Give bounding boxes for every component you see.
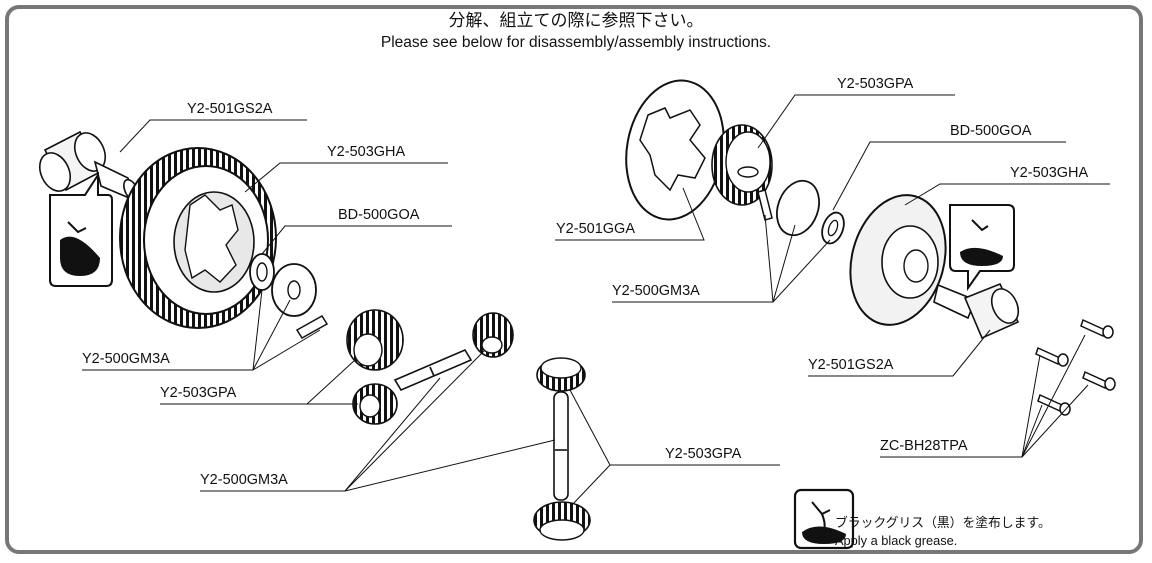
label-left-gear-case: Y2-503GHA xyxy=(327,144,406,160)
label-right-gasket: Y2-501GGA xyxy=(556,221,635,237)
label-right-shaft: Y2-500GM3A xyxy=(612,283,700,299)
header: 分解、組立ての際に参照下さい。 Please see below for dis… xyxy=(0,10,1152,54)
left-ring-gear-part xyxy=(119,147,277,329)
label-left-outdrive: Y2-501GS2A xyxy=(187,101,273,117)
label-screws: ZC-BH28TPA xyxy=(880,438,968,454)
label-left-seal: BD-500GOA xyxy=(338,207,420,223)
black-grease-icon xyxy=(793,488,855,550)
right-case-part xyxy=(849,194,947,326)
label-right-case: Y2-503GHA xyxy=(1010,165,1089,181)
right-gasket-part xyxy=(625,79,725,221)
legend-text-japanese: ブラックグリス（黒）を塗布します。 xyxy=(835,516,1051,531)
legend: ブラックグリス（黒）を塗布します。 Apply a black grease. xyxy=(835,515,1051,549)
leader-lines xyxy=(82,94,1110,506)
right-washer-part xyxy=(776,179,820,237)
center-spider-bevel-part xyxy=(472,312,514,358)
title-japanese: 分解、組立ての際に参照下さい。 xyxy=(448,11,704,31)
left-bevel-gear-part xyxy=(346,309,404,371)
left-cross-shaft-part xyxy=(393,348,473,392)
left-grease-icon xyxy=(49,171,113,287)
legend-text-english: Apply a black grease. xyxy=(835,533,958,548)
label-center-shaft: Y2-500GM3A xyxy=(200,472,288,488)
right-outdrive-part xyxy=(933,282,1020,340)
screw-parts xyxy=(1035,318,1116,416)
label-right-outdrive: Y2-501GS2A xyxy=(808,357,894,373)
diagram-frame xyxy=(5,5,1143,554)
label-right-bevel: Y2-503GPA xyxy=(837,76,914,92)
label-left-bevel: Y2-503GPA xyxy=(160,385,237,401)
right-pin-part xyxy=(757,189,773,221)
center-bottom-bevel-part xyxy=(533,501,591,541)
title-english: Please see below for disassembly/assembl… xyxy=(380,34,772,51)
label-left-shaft: Y2-500GM3A xyxy=(82,351,170,367)
label-right-seal: BD-500GOA xyxy=(950,123,1032,139)
label-center-bevel: Y2-503GPA xyxy=(665,446,742,462)
right-grease-icon xyxy=(949,204,1015,292)
left-pin-part xyxy=(295,314,329,340)
center-shaft-part xyxy=(553,391,569,501)
left-small-bevel-part xyxy=(352,383,398,425)
left-outdrive-part xyxy=(38,130,139,202)
center-top-bevel-part xyxy=(536,357,586,392)
